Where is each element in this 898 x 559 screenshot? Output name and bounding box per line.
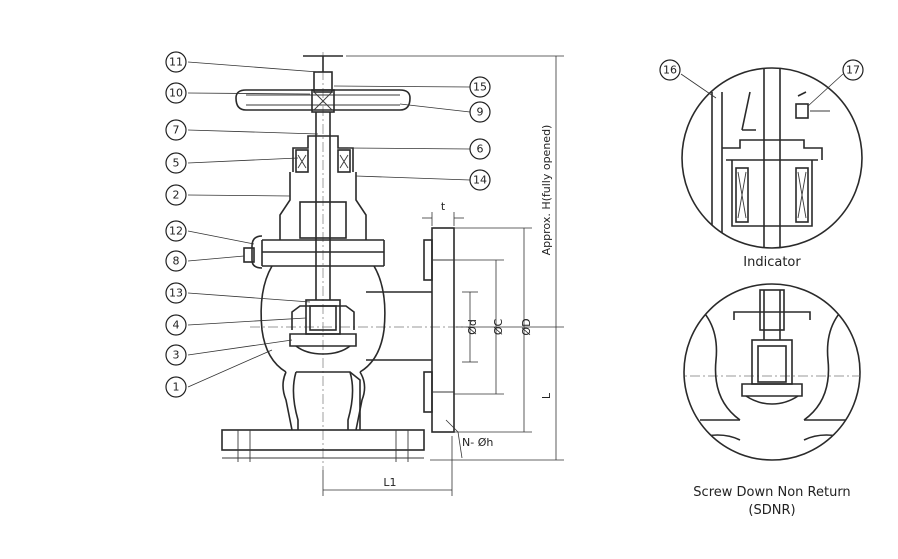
indicator-detail: 16 17 Indicator	[659, 59, 864, 270]
svg-text:13: 13	[169, 287, 183, 300]
svg-text:16: 16	[663, 64, 677, 77]
bonnet-flange	[243, 235, 385, 269]
svg-text:5: 5	[173, 157, 180, 170]
svg-text:8: 8	[173, 255, 180, 268]
svg-text:14: 14	[473, 174, 487, 187]
dimension-l1: L1	[322, 436, 453, 496]
callout-6: 6	[469, 138, 491, 160]
callout-7: 7	[165, 119, 187, 141]
callout-17: 17	[842, 59, 864, 81]
callout-9: 9	[469, 101, 491, 123]
dim-t-label: t	[441, 200, 446, 213]
callout-2: 2	[165, 184, 187, 206]
svg-text:9: 9	[477, 106, 484, 119]
svg-text:15: 15	[473, 81, 487, 94]
valve-body	[260, 265, 432, 431]
dim-holes-label: N- Øh	[462, 436, 493, 449]
side-flange	[423, 227, 455, 433]
callout-8: 8	[165, 250, 187, 272]
svg-text:4: 4	[173, 319, 180, 332]
svg-text:10: 10	[169, 87, 183, 100]
callout-15: 15	[469, 76, 491, 98]
sdnr-detail: Screw Down Non Return (SDNR)	[683, 283, 861, 518]
dimension-t: t	[422, 200, 464, 226]
dimension-height: Approx. H(fully opened) L	[346, 55, 564, 461]
bottom-flange	[221, 429, 425, 462]
dim-height-label: Approx. H(fully opened)	[540, 125, 553, 256]
svg-text:17: 17	[846, 64, 860, 77]
dimension-holes: N- Øh	[445, 419, 493, 459]
callout-10: 10	[165, 82, 187, 104]
dim-L-label: L	[540, 392, 553, 399]
svg-text:2: 2	[173, 189, 180, 202]
sdnr-caption-line2: (SDNR)	[748, 503, 795, 518]
sdnr-caption-line1: Screw Down Non Return	[693, 485, 850, 500]
stem	[315, 112, 331, 300]
callout-12: 12	[165, 220, 187, 242]
svg-text:6: 6	[477, 143, 484, 156]
dimension-diameters: Ød ØC ØD	[454, 227, 533, 433]
handwheel	[235, 55, 411, 113]
callout-11: 11	[165, 51, 187, 73]
svg-text:12: 12	[169, 225, 183, 238]
svg-text:11: 11	[169, 56, 183, 69]
callout-5: 5	[165, 152, 187, 174]
svg-text:7: 7	[173, 124, 180, 137]
callout-4: 4	[165, 314, 187, 336]
callout-leaders	[187, 61, 471, 388]
dim-L1-label: L1	[383, 476, 396, 489]
callout-13: 13	[165, 282, 187, 304]
svg-text:1: 1	[173, 381, 180, 394]
callout-16: 16	[659, 59, 681, 81]
callout-3: 3	[165, 344, 187, 366]
svg-text:3: 3	[173, 349, 180, 362]
indicator-caption: Indicator	[743, 255, 801, 270]
callout-1: 1	[165, 376, 187, 398]
callout-14: 14	[469, 169, 491, 191]
valve-section-view: t Ød ØC ØD Approx. H(fully opened) L	[165, 51, 564, 496]
